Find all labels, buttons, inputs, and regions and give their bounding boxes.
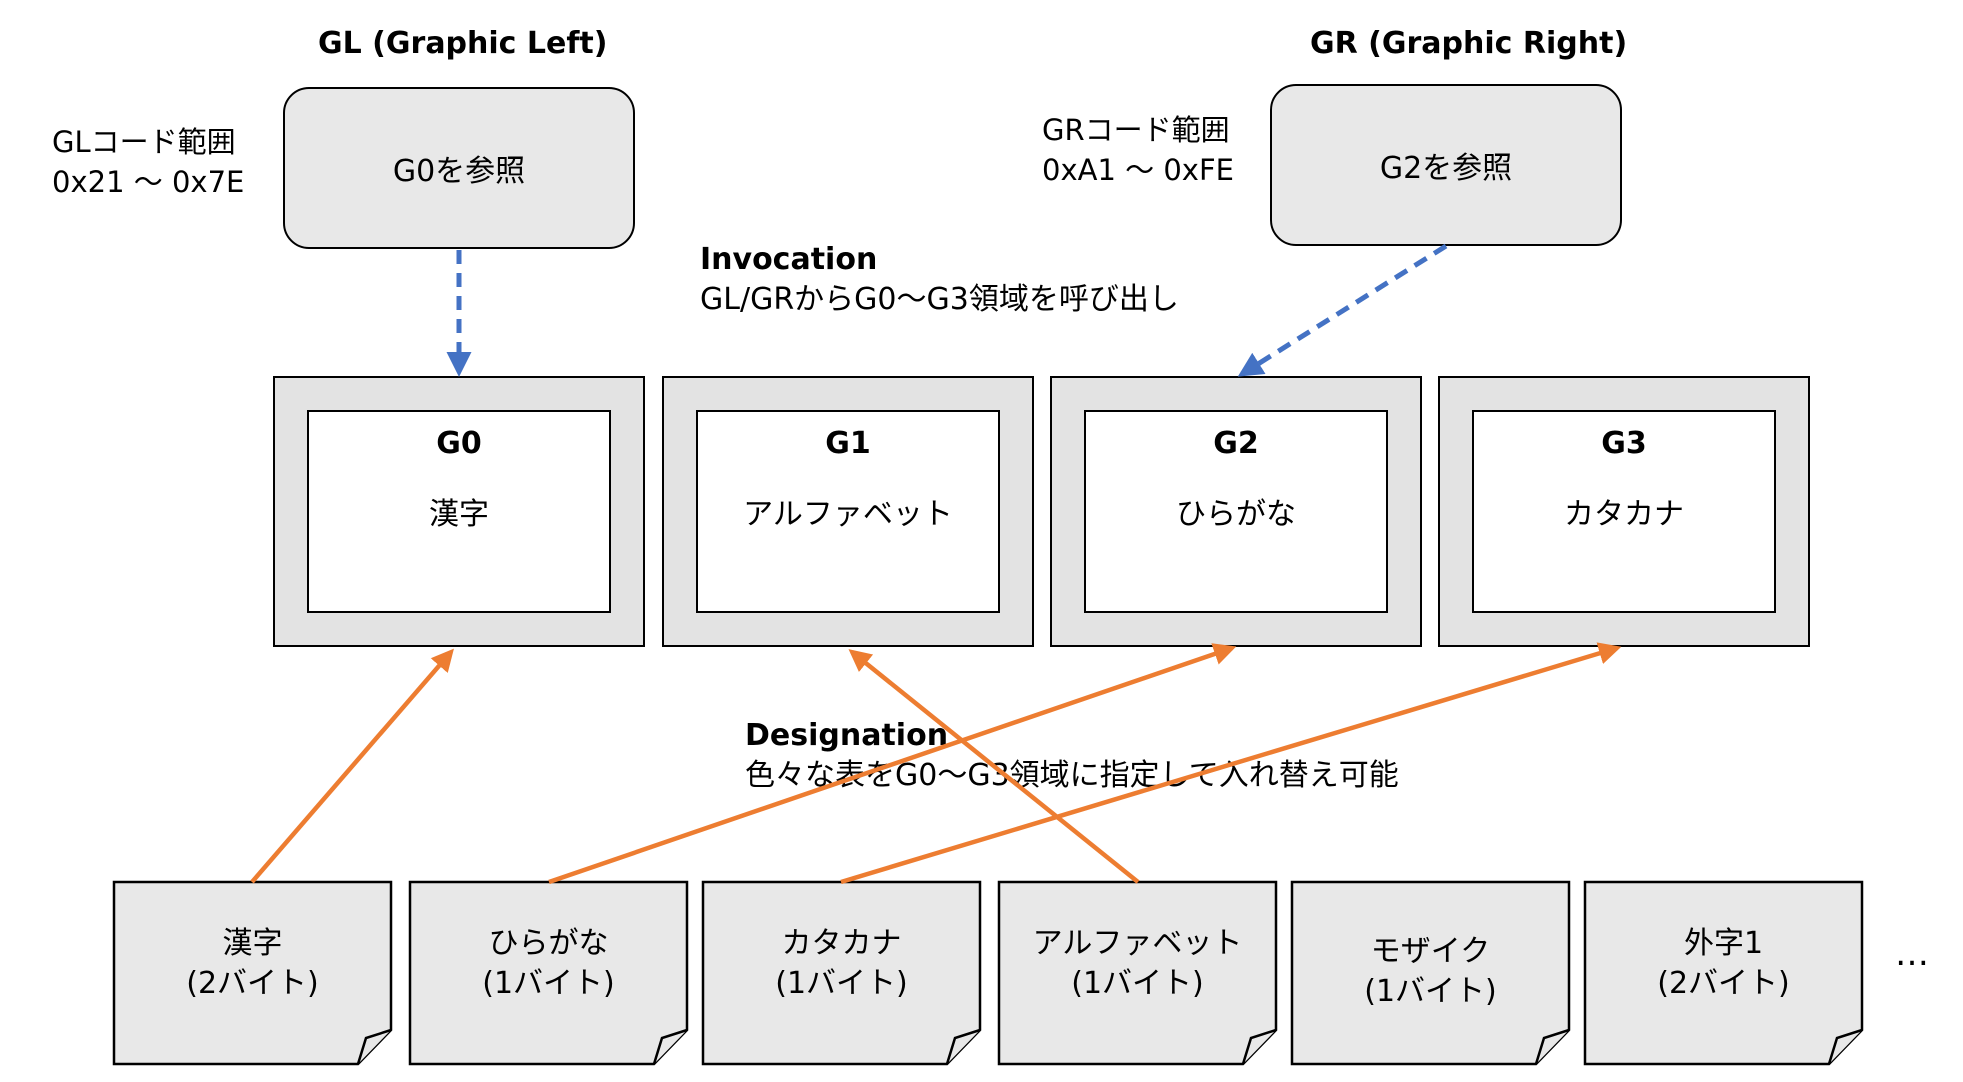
table-doc-gaiji1-label: 外字1 (2バイト)	[1657, 926, 1790, 1001]
g0-label: G0	[436, 426, 482, 461]
table-doc-alphabet-label: アルファベット (1バイト)	[1032, 926, 1243, 1001]
table-doc-gaiji1: 外字1 (2バイト)	[1585, 882, 1862, 1064]
g3-inner: G3 カタカナ	[1472, 410, 1776, 613]
g2-area: G2 ひらがな	[1050, 376, 1422, 647]
g0-inner: G0 漢字	[307, 410, 611, 613]
designation-heading: Designation	[745, 718, 949, 753]
table-doc-kanji-label: 漢字 (2バイト)	[186, 926, 319, 1001]
gl-title: GL (Graphic Left)	[318, 26, 608, 61]
g2-label: G2	[1213, 426, 1259, 461]
table-doc-alphabet: アルファベット (1バイト)	[999, 882, 1276, 1064]
g0-content: 漢字	[429, 497, 489, 532]
g3-content: カタカナ	[1564, 497, 1684, 532]
gl-box-label: G0を参照	[392, 154, 526, 189]
g2-content: ひらがな	[1176, 497, 1296, 532]
designation-arrow-kanji-g0	[250, 648, 454, 884]
gr-box-label: G2を参照	[1379, 151, 1513, 186]
invocation-heading: Invocation	[700, 242, 878, 277]
gr-box: G2を参照	[1270, 84, 1622, 246]
g1-area: G1 アルファベット	[662, 376, 1034, 647]
g1-inner: G1 アルファベット	[696, 410, 1000, 613]
table-doc-mosaic: モザイク (1バイト)	[1292, 882, 1569, 1064]
g0-area: G0 漢字	[273, 376, 645, 647]
table-doc-mosaic-label: モザイク (1バイト)	[1364, 934, 1497, 1009]
g1-content: アルファベット	[743, 497, 953, 532]
gl-box: G0を参照	[283, 87, 635, 249]
g2-inner: G2 ひらがな	[1084, 410, 1388, 613]
designation-text: 色々な表をG0〜G3領域に指定して入れ替え可能	[745, 758, 1399, 793]
g3-area: G3 カタカナ	[1438, 376, 1810, 647]
table-doc-hiragana-label: ひらがな (1バイト)	[482, 926, 615, 1001]
table-doc-katakana-label: カタカナ (1バイト)	[775, 926, 908, 1001]
gl-code-range: GLコード範囲 0x21 〜 0x7E	[52, 125, 245, 199]
gr-code-range: GRコード範囲 0xA1 〜 0xFE	[1042, 113, 1234, 187]
g3-label: G3	[1601, 426, 1647, 461]
invocation-text: GL/GRからG0〜G3領域を呼び出し	[700, 282, 1179, 317]
g1-label: G1	[825, 426, 871, 461]
invocation-arrow-gr	[1237, 243, 1448, 377]
gr-title: GR (Graphic Right)	[1310, 26, 1628, 61]
table-doc-hiragana: ひらがな (1バイト)	[410, 882, 687, 1064]
ellipsis: …	[1895, 934, 1929, 974]
table-doc-katakana: カタカナ (1バイト)	[703, 882, 980, 1064]
invocation-caption: Invocation GL/GRからG0〜G3領域を呼び出し	[700, 240, 1179, 320]
designation-caption: Designation 色々な表をG0〜G3領域に指定して入れ替え可能	[745, 716, 1399, 796]
table-doc-kanji: 漢字 (2バイト)	[114, 882, 391, 1064]
